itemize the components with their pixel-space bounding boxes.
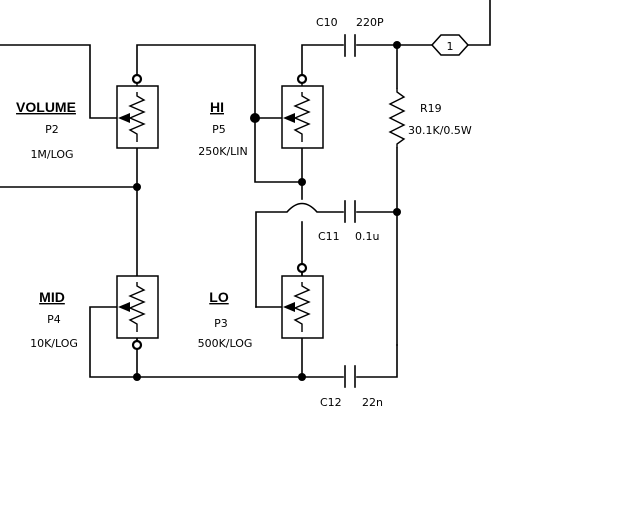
- resistor-r19: [388, 88, 406, 148]
- wiper-arrow-icon: [118, 302, 130, 312]
- connector-1: 1: [430, 34, 470, 56]
- pot-value: 250K/LIN: [198, 145, 248, 158]
- pot-mid: [116, 275, 159, 351]
- pot-ref: P2: [45, 123, 59, 136]
- wire-volume-input: [0, 44, 119, 119]
- pot-volume: [116, 73, 159, 149]
- junction-dot: [250, 113, 260, 123]
- pot-hi: [281, 73, 324, 149]
- wires: [0, 0, 491, 378]
- resistor-ref: R19: [420, 102, 442, 115]
- capacitor-value: 0.1u: [355, 230, 379, 243]
- wire-hi-to-node: [254, 117, 303, 183]
- pot-terminal: [296, 73, 308, 85]
- wire-mid-wiper: [89, 306, 138, 378]
- capacitor-ref: C10: [316, 16, 338, 29]
- pot-name: LO: [209, 289, 229, 305]
- pot-terminal: [131, 339, 143, 351]
- pot-ref: P3: [214, 317, 228, 330]
- junction-dot: [393, 208, 401, 216]
- wiper-arrow-icon: [118, 113, 130, 123]
- junction-dot: [393, 41, 401, 49]
- wire-connector-out: [467, 0, 491, 46]
- pot-name: MID: [39, 289, 65, 305]
- junction-dot: [133, 183, 141, 191]
- wire-c12-to-r19: [356, 344, 398, 378]
- pot-ref: P5: [212, 123, 226, 136]
- pot-name: HI: [210, 99, 224, 115]
- resistor-zigzag: [128, 92, 146, 142]
- resistor-value: 30.1K/0.5W: [408, 124, 472, 137]
- capacitor-c11: [344, 200, 356, 223]
- pot-value: 1M/LOG: [30, 148, 73, 161]
- junction-dot: [133, 373, 141, 381]
- pot-terminal: [296, 262, 308, 274]
- resistor-zigzag: [293, 92, 311, 142]
- resistor-zigzag: [293, 282, 311, 332]
- capacitor-ref: C12: [320, 396, 342, 409]
- capacitor-ref: C11: [318, 230, 340, 243]
- pot-terminal: [131, 73, 143, 85]
- resistor-zigzag: [388, 88, 406, 148]
- wire-c11-hop: [255, 202, 344, 308]
- capacitor-value: 220P: [356, 16, 384, 29]
- resistor-zigzag: [128, 282, 146, 332]
- wiper-arrow-icon: [283, 302, 295, 312]
- capacitor-value: 22n: [362, 396, 383, 409]
- connector-label: 1: [447, 40, 454, 53]
- junction-dot: [298, 373, 306, 381]
- wire-volume-to-hi: [136, 44, 256, 119]
- capacitor-c12: [344, 365, 356, 388]
- junction-dot: [298, 178, 306, 186]
- wiper-arrow-icon: [283, 113, 295, 123]
- pot-ref: P4: [47, 313, 61, 326]
- pot-name: VOLUME: [16, 99, 76, 115]
- junctions: [133, 41, 401, 381]
- wire-hi-top: [301, 44, 344, 80]
- capacitor-c10: [344, 34, 356, 57]
- pot-lo: [281, 262, 324, 339]
- pot-value: 10K/LOG: [30, 337, 78, 350]
- connector-hexagon-icon: [430, 34, 470, 56]
- pot-value: 500K/LOG: [198, 337, 253, 350]
